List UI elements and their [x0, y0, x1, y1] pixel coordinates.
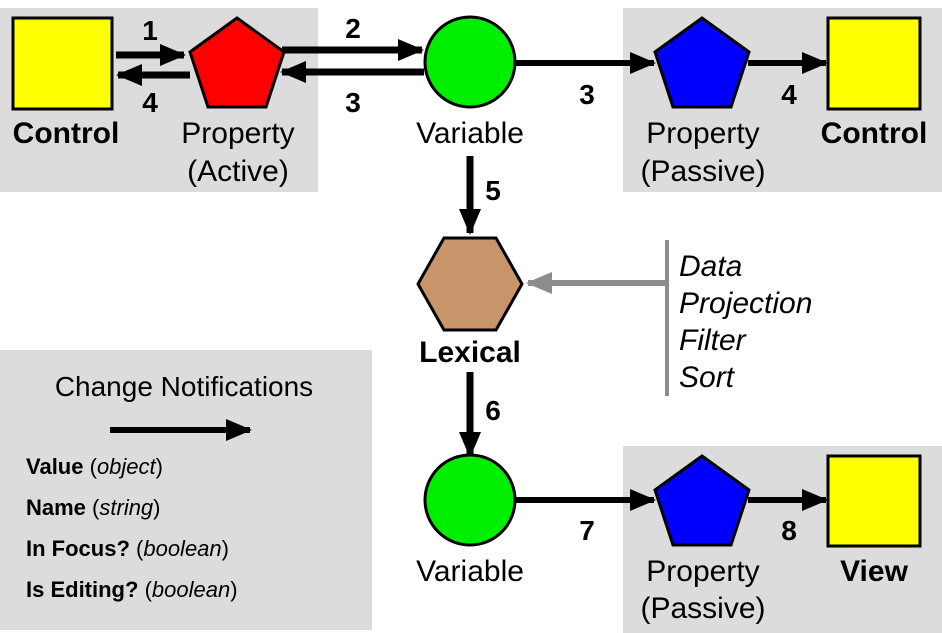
arrow-5-number: 5 [485, 175, 501, 206]
legend-item-name: Name (string) [26, 495, 161, 520]
config-item-projection: Projection [679, 287, 812, 320]
svg-text:Value (object): Value (object) [26, 454, 163, 479]
lexical-label: Lexical [419, 336, 521, 369]
arrow-1-number: 1 [142, 15, 158, 46]
svg-text:Name (string): Name (string) [26, 495, 161, 520]
legend-item-value: Value (object) [26, 454, 163, 479]
control-right-label: Control [821, 117, 928, 150]
variable-top-label: Variable [416, 117, 524, 150]
lexical-hexagon [416, 236, 524, 332]
legend-item-is-editing: Is Editing? (boolean) [26, 577, 238, 602]
property-passive-bottom-label-1: Property [646, 555, 759, 588]
variable-top-circle [423, 15, 517, 109]
property-passive-top-label-2: (Passive) [640, 155, 765, 188]
variable-bottom-circle [423, 453, 517, 547]
legend-item-name: Is Editing? [26, 577, 138, 602]
config-item-filter: Filter [679, 324, 747, 357]
property-passive-top-label-1: Property [646, 117, 759, 150]
legend-item-in-focus: In Focus? (boolean) [26, 536, 229, 561]
property-passive-top-pentagon [653, 16, 751, 109]
config-item-data: Data [679, 250, 742, 283]
lexical-config-list: Data Projection Filter Sort [679, 250, 812, 394]
arrow-3-right-number: 3 [579, 79, 595, 110]
arrow-4-right-number: 4 [781, 79, 797, 110]
arrow-4-left-number: 4 [142, 87, 158, 118]
property-passive-bottom-pentagon [653, 454, 751, 547]
arrow-6-number: 6 [485, 395, 501, 426]
legend-item-type: boolean [152, 577, 230, 602]
legend-item-name: Name [26, 495, 86, 520]
legend-panel [0, 350, 372, 630]
svg-text:In Focus? (boolean): In Focus? (boolean) [26, 536, 229, 561]
arrow-8-number: 8 [781, 515, 797, 546]
legend-item-type: object [97, 454, 157, 479]
arrow-7-number: 7 [579, 515, 595, 546]
legend-item-type: boolean [143, 536, 221, 561]
arrow-2-number: 2 [345, 13, 361, 44]
variable-bottom-label: Variable [416, 555, 524, 588]
arrow-3-left-number: 3 [345, 87, 361, 118]
legend-item-name: Value [26, 454, 83, 479]
control-right-square [826, 16, 922, 111]
legend-title: Change Notifications [55, 371, 313, 402]
property-passive-bottom-label-2: (Passive) [640, 592, 765, 625]
legend-item-name: In Focus? [26, 536, 130, 561]
property-active-label-1: Property [181, 117, 294, 150]
property-active-label-2: (Active) [187, 155, 289, 188]
control-left-square [11, 16, 114, 111]
view-label: View [840, 555, 908, 588]
view-square [826, 454, 922, 548]
config-item-sort: Sort [679, 361, 736, 394]
control-left-label: Control [13, 117, 120, 150]
legend-item-type: string [99, 495, 154, 520]
svg-text:Is Editing? (boolean): Is Editing? (boolean) [26, 577, 238, 602]
property-active-pentagon [188, 16, 286, 109]
